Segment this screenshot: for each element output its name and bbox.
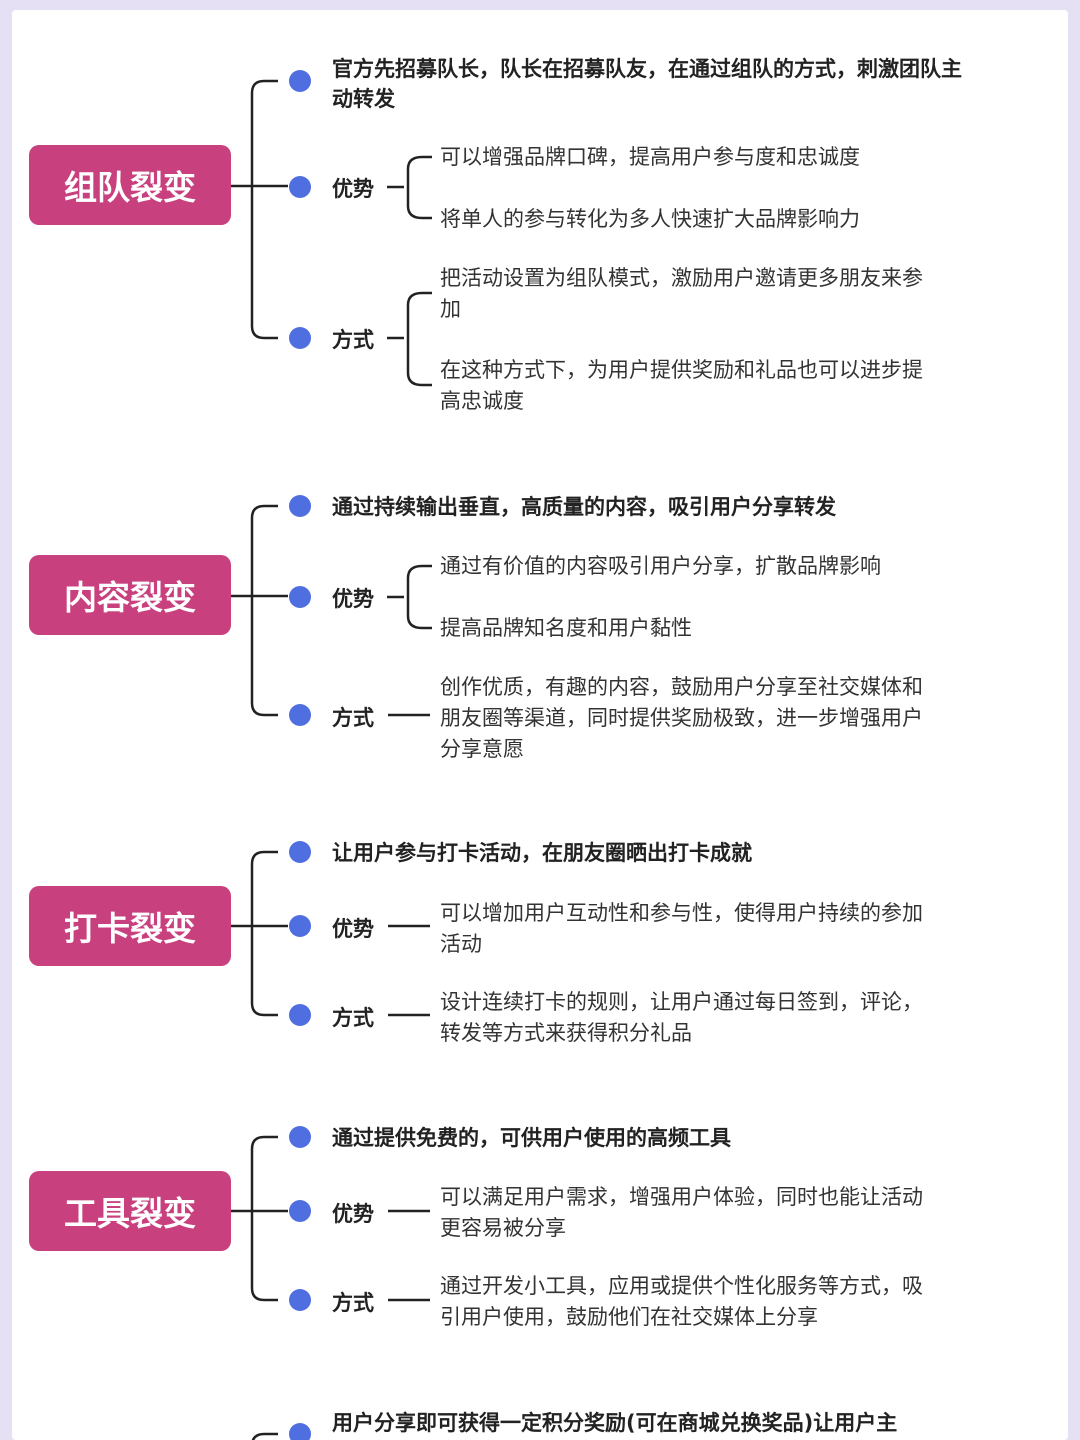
team-advantage-label: 优势 (332, 177, 374, 201)
bullet-dot (289, 70, 311, 92)
bullet-dot (289, 495, 311, 517)
tool-advantage-item: 可以满足用户需求，增强用户体验，同时也能让活动更容易被分享 (440, 1185, 923, 1240)
root-node-team[interactable]: 组队裂变 (29, 145, 231, 225)
bullet-dot (289, 704, 311, 726)
content-method-item: 创作优质，有趣的内容，鼓励用户分享至社交媒体和朋友圈等渠道，同时提供奖励极致，进… (440, 675, 923, 761)
team-method-label: 方式 (332, 328, 374, 352)
team-advantage-item: 将单人的参与转化为多人快速扩大品牌影响力 (440, 207, 860, 231)
checkin-desc: 让用户参与打卡活动，在朋友圈晒出打卡成就 (332, 841, 752, 865)
root-bracket (251, 1432, 278, 1440)
team-desc: 官方先招募队长，队长在招募队友，在通过组队的方式，刺激团队主动转发 (332, 57, 962, 111)
root-node-checkin[interactable]: 打卡裂变 (29, 886, 231, 966)
bullet-dot (289, 586, 311, 608)
tool-method-label: 方式 (332, 1291, 374, 1315)
sub-bracket (406, 155, 432, 220)
team-method-item: 把活动设置为组队模式，激励用户邀请更多朋友来参加 (440, 266, 923, 321)
bullet-dot (289, 915, 311, 937)
bullet-dot (289, 327, 311, 349)
bullet-dot (289, 176, 311, 198)
root-bracket (250, 504, 278, 717)
sub-bracket (406, 291, 432, 387)
root-bracket (250, 1135, 278, 1302)
content-method-label: 方式 (332, 706, 374, 730)
mindmap-canvas: 组队裂变 官方先招募队长，队长在招募队友，在通过组队的方式，刺激团队主动转发 优… (12, 10, 1068, 1440)
root-bracket (250, 79, 278, 340)
bullet-dot (289, 1200, 311, 1222)
tool-advantage-label: 优势 (332, 1202, 374, 1226)
tool-method-item: 通过开发小工具，应用或提供个性化服务等方式，吸引用户使用，鼓励他们在社交媒体上分… (440, 1274, 923, 1329)
root-bracket (250, 850, 278, 1017)
checkin-method-label: 方式 (332, 1006, 374, 1030)
checkin-method-item: 设计连续打卡的规则，让用户通过每日签到，评论，转发等方式来获得积分礼品 (440, 990, 923, 1045)
team-advantage-item: 可以增强品牌口碑，提高用户参与度和忠诚度 (440, 145, 860, 169)
bullet-dot (289, 1289, 311, 1311)
content-advantage-item: 通过有价值的内容吸引用户分享，扩散品牌影响 (440, 554, 881, 578)
bullet-dot (289, 841, 311, 863)
bullet-dot (289, 1126, 311, 1148)
checkin-advantage-label: 优势 (332, 917, 374, 941)
team-method-item: 在这种方式下，为用户提供奖励和礼品也可以进步提高忠诚度 (440, 358, 923, 413)
root-node-tool[interactable]: 工具裂变 (29, 1171, 231, 1251)
sub-bracket (406, 564, 432, 630)
tool-desc: 通过提供免费的，可供用户使用的高频工具 (332, 1126, 731, 1150)
connector-lines (231, 79, 432, 1440)
content-desc: 通过持续输出垂直，高质量的内容，吸引用户分享转发 (332, 495, 836, 519)
content-advantage-label: 优势 (332, 587, 374, 611)
partial-desc: 用户分享即可获得一定积分奖励(可在商城兑换奖品)让用户主 (332, 1411, 898, 1435)
bullet-dot (289, 1004, 311, 1026)
content-advantage-item: 提高品牌知名度和用户黏性 (440, 616, 692, 640)
bullet-dot (289, 1423, 311, 1440)
root-node-content[interactable]: 内容裂变 (29, 555, 231, 635)
checkin-advantage-item: 可以增加用户互动性和参与性，使得用户持续的参加活动 (440, 901, 923, 956)
